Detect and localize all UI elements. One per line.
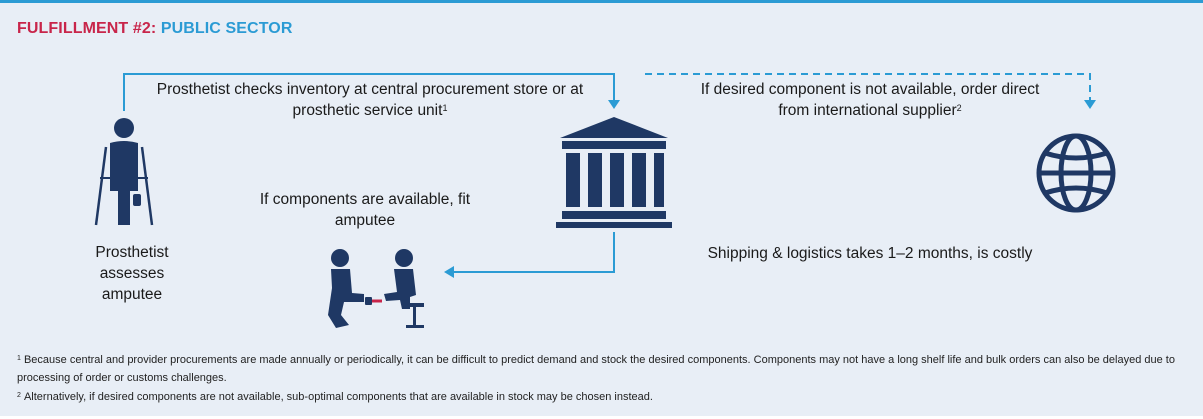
supplier-arrowhead [1084, 100, 1096, 109]
not-available-text: If desired component is not available, o… [700, 81, 1040, 119]
flow-diagram [94, 73, 1116, 328]
footnote-ref-1: 1 [442, 103, 448, 113]
footnote-ref-2: 2 [956, 103, 962, 113]
assess-amputee-label: Prosthetist assesses amputee [95, 244, 169, 303]
amputee-with-crutches-icon [94, 118, 154, 226]
fitting-arrowhead [444, 266, 454, 278]
footnote-1: 1 Because central and provider procureme… [17, 351, 1187, 387]
not-available-label: If desired component is not available, o… [700, 79, 1040, 121]
inventory-connector [123, 73, 615, 111]
inventory-arrowhead [608, 100, 620, 109]
globe-icon [1036, 133, 1116, 213]
footnote-2-ref: 2 [17, 392, 21, 399]
footnote-1-text: Because central and provider procurement… [17, 354, 1175, 384]
footnote-2-text: Alternatively, if desired components are… [23, 391, 653, 403]
footnote-1-ref: 1 [17, 355, 21, 362]
bank-building-icon [556, 117, 672, 228]
supplier-connector [645, 73, 1091, 101]
shipping-label: Shipping & logistics takes 1–2 months, i… [707, 245, 1033, 262]
title-prefix: FULFILLMENT #2: [17, 20, 157, 37]
fit-amputee-label: If components are available, fit amputee [259, 191, 471, 229]
inventory-check-text: Prosthetist checks inventory at central … [156, 81, 584, 119]
inventory-check-label: Prosthetist checks inventory at central … [150, 79, 590, 121]
fitting-people-icon [328, 249, 424, 328]
footnote-2: 2 Alternatively, if desired components a… [17, 388, 1187, 406]
title-sector: PUBLIC SECTOR [160, 20, 293, 37]
panel-title: FULFILLMENT #2: PUBLIC SECTOR [17, 20, 293, 38]
fitting-connector [452, 232, 615, 273]
